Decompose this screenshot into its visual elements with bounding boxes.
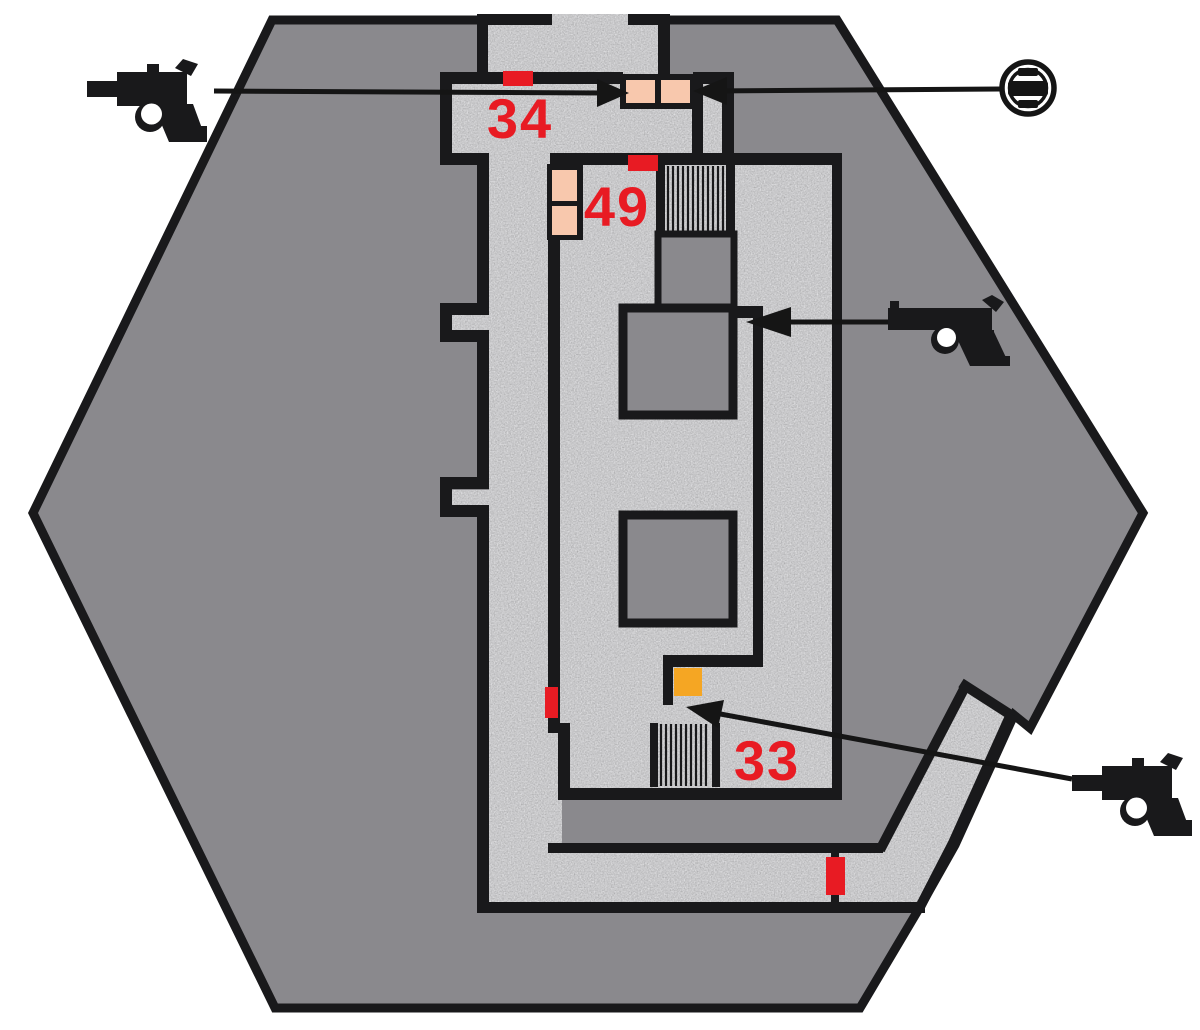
arrows bbox=[213, 77, 1073, 782]
arrow-head-pistol-3 bbox=[686, 700, 724, 728]
red-door-marker bbox=[545, 687, 558, 718]
double-door-top bbox=[620, 74, 696, 109]
exit-passage-walls bbox=[875, 678, 1017, 910]
arrow-head-ammo bbox=[693, 77, 727, 105]
arrow-head-pistol-1 bbox=[597, 79, 629, 107]
room-block-lower bbox=[618, 510, 738, 628]
walls bbox=[440, 14, 925, 913]
stair-landing bbox=[654, 230, 738, 312]
red-door-marker bbox=[826, 857, 845, 895]
room-label-33: 33 bbox=[734, 729, 800, 792]
red-door-marker bbox=[628, 155, 658, 171]
stairs-top-icon bbox=[666, 166, 725, 231]
arrow-line-pistol-3 bbox=[714, 710, 1073, 782]
pistol-icon bbox=[888, 295, 1010, 366]
ammo-magazine-icon bbox=[999, 59, 1057, 117]
room-label-34: 34 bbox=[487, 87, 553, 150]
double-door-left bbox=[547, 164, 583, 240]
arrow-line-ammo bbox=[706, 86, 1001, 94]
arrow-line-pistol-1 bbox=[213, 88, 602, 96]
room-block-upper bbox=[618, 303, 738, 420]
interior-blocks bbox=[618, 230, 738, 628]
room-label-49: 49 bbox=[584, 175, 650, 238]
pistol-icon bbox=[87, 59, 207, 142]
stairs-bottom-icon bbox=[659, 724, 708, 786]
red-door-markers bbox=[503, 71, 845, 895]
red-door-marker bbox=[503, 71, 533, 86]
pistol-icon bbox=[1072, 753, 1192, 836]
arrow-head-pistol-2 bbox=[746, 307, 791, 337]
item-marker bbox=[674, 668, 702, 696]
